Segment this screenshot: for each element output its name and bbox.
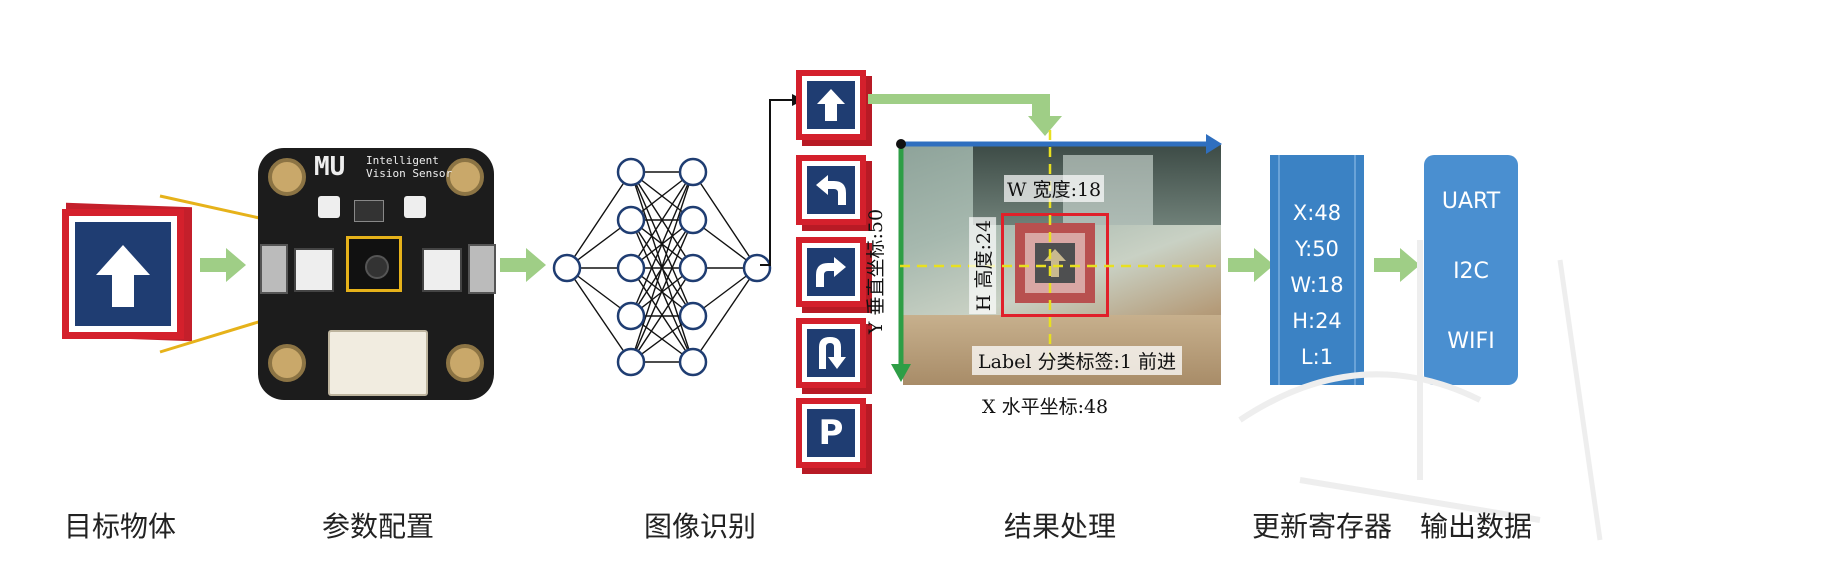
camera-axes xyxy=(891,130,1222,382)
mount-hole xyxy=(268,344,306,382)
connector xyxy=(328,330,428,396)
nn-node xyxy=(678,301,708,331)
nn-edge xyxy=(630,171,694,317)
height-label: H 高度:24 xyxy=(969,216,997,315)
nn-edge xyxy=(630,267,694,363)
watermark xyxy=(1238,240,1603,541)
mount-hole xyxy=(446,158,484,196)
sign-turn-left xyxy=(796,155,866,225)
nn-node xyxy=(616,253,646,283)
nn-node xyxy=(616,157,646,187)
camera-lens xyxy=(346,236,402,292)
detected-sign xyxy=(1015,223,1095,303)
mount-hole xyxy=(446,344,484,382)
mount-hole xyxy=(268,158,306,196)
turn-left-icon xyxy=(816,175,846,205)
nn-edge xyxy=(692,267,758,363)
sensor-name-line2: Vision Sensor xyxy=(366,167,453,180)
nn-node xyxy=(678,157,708,187)
flow-arrow-2 xyxy=(500,248,546,282)
class-label: Label 分类标签:1 前进 xyxy=(972,346,1182,375)
x-axis-label: X 水平坐标:48 xyxy=(982,396,1109,418)
nn-edge xyxy=(566,171,632,269)
u-turn-icon xyxy=(819,337,846,369)
flow-arrow-1 xyxy=(200,248,246,282)
vision-sensor-board: MU Intelligent Vision Sensor xyxy=(258,148,496,400)
y-axis-label: Y 垂直坐标:50 xyxy=(865,208,888,335)
nn-node xyxy=(616,205,646,235)
nn-edge xyxy=(566,267,632,363)
flow-arrow-3 xyxy=(1228,248,1274,282)
register-h: H:24 xyxy=(1292,309,1342,333)
sensor-name-line1: Intelligent xyxy=(366,154,439,167)
flow-arrow-4 xyxy=(1374,248,1420,282)
dip-switch xyxy=(294,248,334,292)
stage-label-processing: 结果处理 xyxy=(1004,510,1117,543)
output-uart: UART xyxy=(1441,189,1501,214)
register-l: L:1 xyxy=(1300,345,1334,369)
nn-edge xyxy=(630,171,694,363)
side-button xyxy=(468,244,496,294)
register-y: Y:50 xyxy=(1295,237,1339,261)
width-label: W 宽度:18 xyxy=(1004,175,1105,202)
turn-right-icon xyxy=(816,257,846,287)
arrow-up-icon xyxy=(96,245,150,307)
side-button xyxy=(260,244,288,294)
nn-node xyxy=(742,253,772,283)
parking-icon: P xyxy=(818,413,844,453)
stage-label-config: 参数配置 xyxy=(322,510,435,543)
target-object xyxy=(62,202,192,345)
neural-network xyxy=(552,157,772,377)
sign-u-turn xyxy=(796,318,866,388)
nn-node xyxy=(678,347,708,377)
output-block: UART I2C WIFI xyxy=(1424,155,1518,385)
output-wifi: WIFI xyxy=(1447,329,1495,354)
nn-node xyxy=(678,253,708,283)
register-x: X:48 xyxy=(1292,201,1342,225)
register-block: X:48 Y:50 W:18 H:24 L:1 xyxy=(1270,155,1364,385)
led xyxy=(404,196,426,218)
sign-turn-right xyxy=(796,237,866,307)
stage-label-output: 输出数据 xyxy=(1420,510,1533,543)
stage-label-register: 更新寄存器 xyxy=(1252,510,1393,543)
stage-label-recognition: 图像识别 xyxy=(644,510,757,543)
sensor-brand: MU xyxy=(314,152,346,182)
dip-switch xyxy=(422,248,462,292)
nn-node xyxy=(678,205,708,235)
sign-parking: P xyxy=(796,398,866,468)
stage-label-target: 目标物体 xyxy=(64,510,177,543)
selected-class-arrow xyxy=(868,94,1062,136)
sign-forward xyxy=(796,70,866,140)
led xyxy=(318,196,340,218)
register-w: W:18 xyxy=(1290,273,1344,297)
nn-node xyxy=(552,253,582,283)
output-i2c: I2C xyxy=(1453,259,1489,284)
nn-node xyxy=(616,347,646,377)
arrow-up-icon xyxy=(817,89,845,121)
nn-edge xyxy=(692,171,758,269)
nn-edge xyxy=(630,171,694,269)
nn-edge xyxy=(630,219,694,363)
nn-node xyxy=(616,301,646,331)
